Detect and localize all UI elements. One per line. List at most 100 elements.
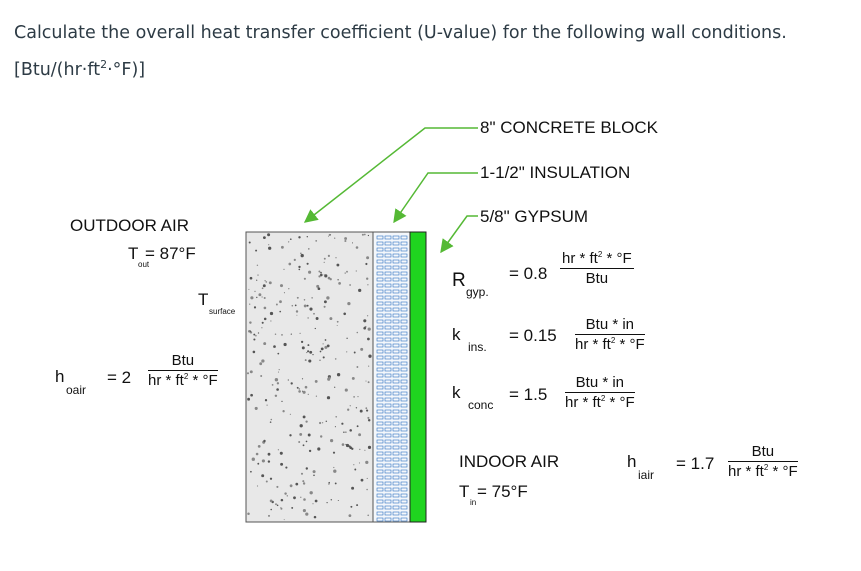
concrete-speck bbox=[322, 343, 324, 345]
concrete-speck bbox=[314, 499, 318, 503]
insulation-cell bbox=[400, 289, 408, 294]
insulation-cell bbox=[376, 463, 384, 468]
insulation-cell bbox=[392, 451, 400, 456]
concrete-speck bbox=[300, 496, 302, 498]
h-iair-value: = 1.7 bbox=[676, 454, 715, 473]
concrete-speck bbox=[268, 244, 270, 246]
insulation-cell bbox=[392, 277, 400, 282]
concrete-speck bbox=[326, 396, 331, 400]
concrete-speck bbox=[255, 452, 259, 456]
concrete-speck bbox=[355, 407, 358, 409]
insulation-cell bbox=[400, 313, 408, 318]
insulation-cell bbox=[392, 469, 400, 474]
concrete-speck bbox=[327, 254, 330, 257]
concrete-speck bbox=[365, 380, 367, 382]
insulation-cell bbox=[400, 367, 408, 372]
insulation-cell bbox=[384, 415, 392, 420]
insulation-cell bbox=[384, 355, 392, 360]
concrete-speck bbox=[367, 381, 370, 384]
concrete-speck bbox=[330, 439, 334, 443]
r-gyp-value: = 0.8 bbox=[509, 264, 548, 283]
concrete-speck bbox=[249, 276, 253, 280]
gypsum-layer bbox=[409, 231, 427, 523]
concrete-speck bbox=[271, 384, 274, 386]
insulation-cell bbox=[400, 379, 408, 384]
insulation-cell bbox=[392, 265, 400, 270]
insulation-cell bbox=[384, 295, 392, 300]
concrete-speck bbox=[366, 277, 369, 280]
concrete-speck bbox=[366, 477, 368, 479]
concrete-speck bbox=[273, 345, 276, 348]
concrete-speck bbox=[296, 296, 299, 299]
concrete-speck bbox=[249, 303, 251, 305]
h-iair-symbol: h bbox=[627, 452, 637, 471]
insulation-cell bbox=[376, 409, 384, 414]
concrete-speck bbox=[298, 268, 301, 271]
concrete-speck bbox=[312, 353, 314, 356]
concrete-speck bbox=[337, 499, 339, 502]
concrete-speck bbox=[319, 435, 323, 438]
outdoor-air-title: OUTDOOR AIR bbox=[70, 216, 190, 235]
insulation-cell bbox=[400, 271, 408, 276]
concrete-speck bbox=[285, 466, 288, 469]
concrete-speck bbox=[351, 486, 355, 490]
concrete-speck bbox=[327, 235, 330, 237]
concrete-speck bbox=[336, 320, 339, 323]
insulation-cell bbox=[376, 337, 384, 342]
insulation-cell bbox=[400, 457, 408, 462]
insulation-cell bbox=[384, 319, 392, 324]
concrete-speck bbox=[282, 410, 285, 413]
concrete-speck bbox=[309, 491, 313, 495]
concrete-speck bbox=[327, 276, 331, 280]
insulation-cell bbox=[400, 307, 408, 312]
insulation-cell bbox=[400, 475, 408, 480]
question-line2-prefix: [Btu/(hr·ft bbox=[14, 59, 101, 80]
concrete-speck bbox=[328, 376, 331, 380]
concrete-speck bbox=[359, 448, 361, 451]
concrete-speck bbox=[277, 371, 280, 373]
insulation-cell bbox=[384, 421, 392, 426]
k-conc-den: hr * ft2 * °F bbox=[565, 394, 635, 411]
insulation-cell bbox=[384, 343, 392, 348]
concrete-speck bbox=[334, 237, 336, 239]
concrete-speck bbox=[367, 419, 371, 422]
concrete-speck bbox=[367, 337, 370, 341]
concrete-speck bbox=[263, 439, 266, 443]
insulation-cell bbox=[384, 511, 392, 516]
insulation-cell bbox=[400, 241, 408, 246]
concrete-speck bbox=[255, 249, 258, 252]
h-oair-value: = 2 bbox=[107, 368, 132, 387]
concrete-speck bbox=[349, 446, 353, 450]
concrete-speck bbox=[298, 388, 301, 390]
insulation-cell bbox=[376, 361, 384, 366]
insulation-cell bbox=[384, 457, 392, 462]
k-ins-symbol: k bbox=[452, 325, 461, 344]
concrete-speck bbox=[318, 275, 321, 278]
insulation-cell bbox=[376, 301, 384, 306]
concrete-speck bbox=[249, 330, 252, 332]
insulation-cell bbox=[376, 445, 384, 450]
concrete-speck bbox=[363, 319, 367, 323]
concrete-speck bbox=[261, 287, 264, 290]
concrete-speck bbox=[313, 312, 315, 315]
concrete-speck bbox=[299, 332, 301, 335]
insulation-cell bbox=[392, 337, 400, 342]
concrete-speck bbox=[279, 310, 282, 313]
concrete-speck bbox=[307, 317, 309, 319]
concrete-speck bbox=[363, 233, 366, 236]
insulation-cell bbox=[384, 331, 392, 336]
concrete-speck bbox=[261, 327, 263, 329]
concrete-speck bbox=[283, 268, 285, 271]
insulation-cell bbox=[392, 385, 400, 390]
insulation-cell bbox=[400, 331, 408, 336]
insulation-cell bbox=[392, 253, 400, 258]
k-ins-value: = 0.15 bbox=[509, 326, 557, 345]
concrete-speck bbox=[281, 400, 283, 403]
concrete-speck bbox=[275, 503, 277, 506]
concrete-speck bbox=[338, 282, 341, 285]
insulation-cell bbox=[384, 487, 392, 492]
concrete-speck bbox=[366, 488, 368, 491]
insulation-cell bbox=[376, 277, 384, 282]
concrete-speck bbox=[367, 284, 369, 286]
concrete-speck bbox=[269, 421, 272, 423]
